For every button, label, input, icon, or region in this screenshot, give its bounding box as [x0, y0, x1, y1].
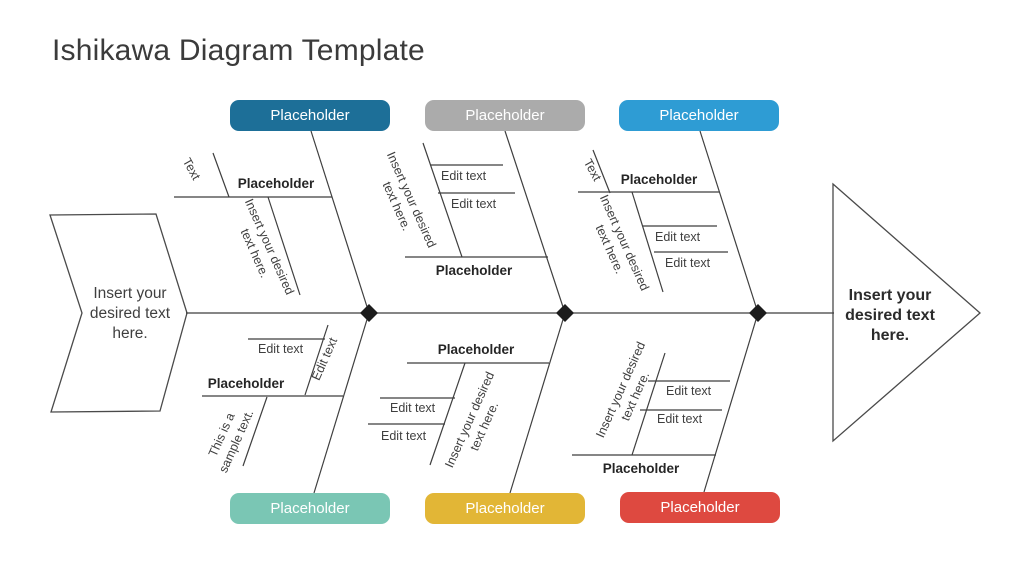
rib — [429, 362, 466, 466]
rib — [304, 324, 329, 396]
tail-text[interactable]: Insert your desired text here. — [89, 285, 171, 342]
cause-label[interactable]: Placeholder — [437, 342, 515, 357]
rib — [631, 191, 664, 293]
cause-label[interactable]: Placeholder — [207, 376, 285, 391]
bone-top-1 — [310, 130, 370, 314]
category-badge-bottom-1[interactable]: Placeholder — [230, 493, 390, 524]
tail-chevron-shape[interactable] — [49, 213, 188, 413]
node-diamond-icon — [360, 304, 378, 322]
category-badge-top-1[interactable]: Placeholder — [230, 100, 390, 131]
rib — [212, 152, 230, 198]
bone-top-3 — [699, 130, 759, 314]
edit-text-label[interactable]: Edit text — [381, 429, 427, 443]
edit-text-label[interactable]: Edit text — [441, 169, 487, 183]
category-badge-bottom-3[interactable]: Placeholder — [620, 492, 780, 523]
node-diamond-icon — [556, 304, 574, 322]
bone-bottom-2 — [509, 312, 566, 494]
category-badge-bottom-2[interactable]: Placeholder — [425, 493, 585, 524]
edit-text-label[interactable]: Edit text — [258, 342, 304, 356]
rib — [242, 396, 268, 467]
edit-text-label[interactable]: Edit text — [451, 197, 497, 211]
page-title: Ishikawa Diagram Template — [52, 34, 425, 67]
edit-text-label[interactable]: Edit text — [666, 384, 712, 398]
rib — [267, 196, 301, 296]
edit-text-label[interactable]: Edit text — [390, 401, 436, 415]
node-diamond-icon — [749, 304, 767, 322]
bone-bottom-3 — [703, 312, 759, 493]
cause-label[interactable]: Placeholder — [435, 263, 513, 278]
head-text[interactable]: Insert your desired text here. — [845, 287, 935, 344]
category-badge-top-2[interactable]: Placeholder — [425, 100, 585, 131]
cause-label[interactable]: Placeholder — [602, 461, 680, 476]
bone-bottom-1 — [313, 312, 370, 494]
edit-text-label[interactable]: Edit text — [657, 412, 703, 426]
rib — [592, 149, 611, 194]
rib — [422, 142, 463, 258]
rib — [631, 352, 666, 456]
cause-label[interactable]: Placeholder — [620, 172, 698, 187]
cause-label[interactable]: Placeholder — [237, 176, 315, 191]
category-badge-top-3[interactable]: Placeholder — [619, 100, 779, 131]
bone-top-2 — [504, 130, 566, 314]
edit-text-label[interactable]: Edit text — [655, 230, 701, 244]
edit-text-label[interactable]: Edit text — [665, 256, 711, 270]
